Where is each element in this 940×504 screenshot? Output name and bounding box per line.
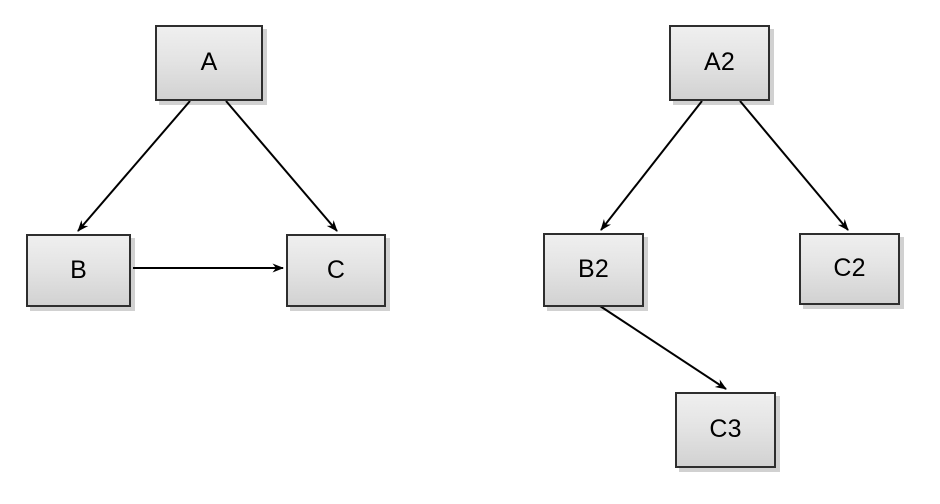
node-label: B (70, 255, 87, 284)
node-label: B2 (578, 255, 609, 283)
node-label: C3 (709, 415, 742, 443)
edge-a-to-c (225, 100, 338, 232)
node-label: C2 (833, 254, 866, 282)
node-label: A (200, 48, 218, 76)
node-b2[interactable]: B2 (543, 233, 644, 307)
node-label: A2 (704, 48, 735, 76)
node-c2[interactable]: C2 (799, 233, 900, 305)
node-b[interactable]: B (26, 234, 131, 307)
node-label: C (326, 255, 346, 284)
node-c[interactable]: C (286, 234, 386, 307)
node-a2[interactable]: A2 (669, 25, 770, 101)
edge-b2-to-c3 (599, 305, 727, 390)
edge-a-to-b (77, 100, 191, 232)
node-a[interactable]: A (155, 25, 263, 101)
edge-group (77, 100, 849, 390)
edge-a2-to-c2 (739, 100, 849, 231)
node-c3[interactable]: C3 (675, 392, 776, 468)
edge-a2-to-b2 (600, 100, 703, 231)
